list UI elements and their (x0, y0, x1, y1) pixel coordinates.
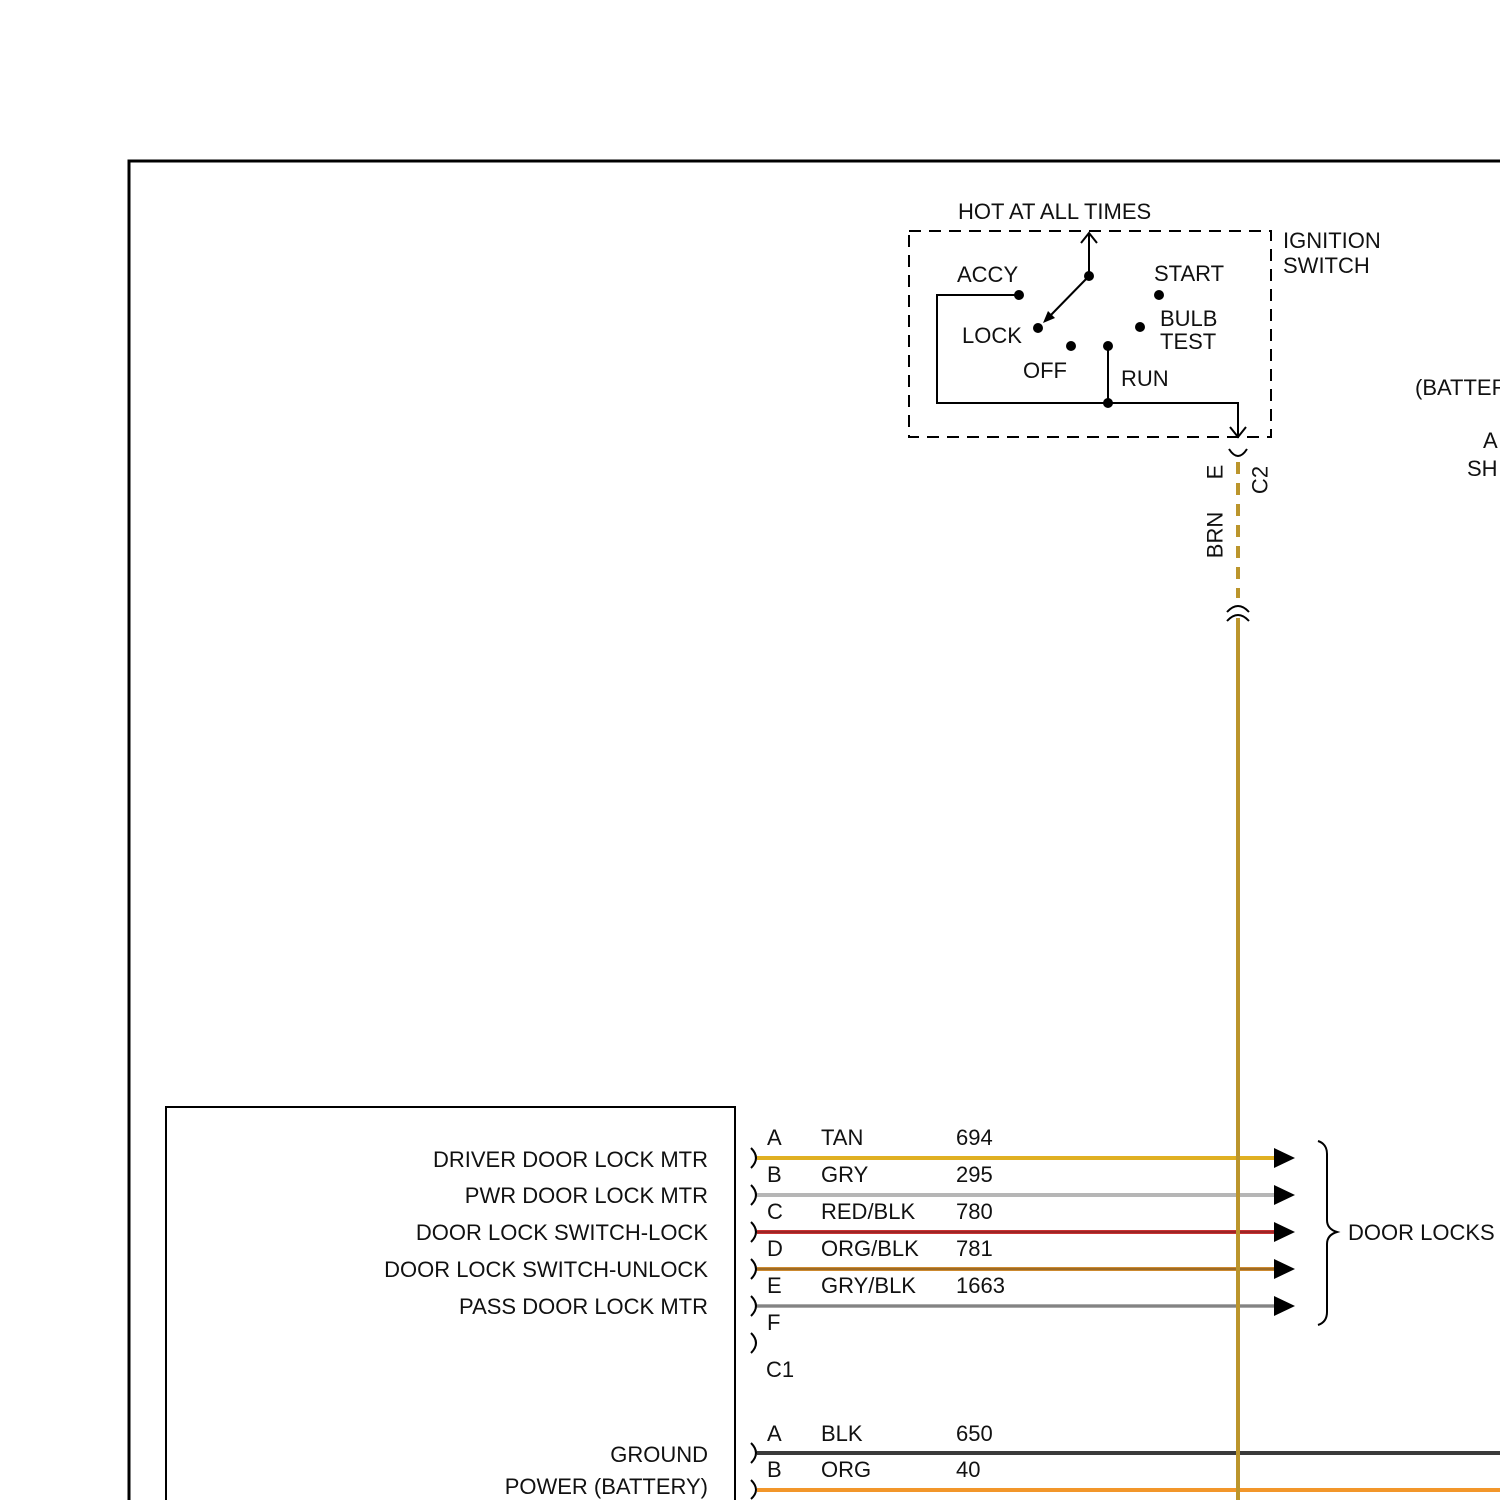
ignition-switch-title-line1: IGNITION (1283, 228, 1381, 253)
wire-color-label: GRY (821, 1162, 869, 1187)
function-label: GROUND (610, 1442, 708, 1467)
wire-color-labels: TAN GRY RED/BLK ORG/BLK GRY/BLK BLK ORG (821, 1125, 919, 1482)
wire-color-label: ORG (821, 1457, 871, 1482)
pin-letter: D (767, 1236, 783, 1261)
outer-frame (129, 161, 1500, 1500)
pin-letter: B (767, 1457, 782, 1482)
battery-label-fragment: (BATTER (1415, 375, 1500, 401)
circuit-number: 1663 (956, 1273, 1005, 1298)
position-bulb-label: BULB (1160, 306, 1217, 331)
switch-arm (1049, 276, 1089, 317)
position-off-label: OFF (1023, 358, 1067, 383)
wire-arrowhead (1274, 1185, 1295, 1205)
wire-arrowhead (1274, 1296, 1295, 1316)
c1-pin-letters: A B C D E F C1 A B (766, 1125, 794, 1482)
supply-label: HOT AT ALL TIMES (958, 199, 1151, 224)
contact-lock (1033, 323, 1043, 333)
circuit-number: 40 (956, 1457, 980, 1482)
junction-dot (1103, 398, 1113, 408)
pin-letter: C (767, 1199, 783, 1224)
contact-pivot (1084, 271, 1094, 281)
pin-bracket (751, 1259, 756, 1279)
pin-bracket (751, 1333, 756, 1353)
circuit-numbers: 694 295 780 781 1663 650 40 (956, 1125, 1005, 1482)
position-start-label: START (1154, 261, 1224, 286)
position-lock-label: LOCK (962, 323, 1022, 348)
c2-connector-label: C2 (1248, 466, 1273, 494)
pin-letter: A (767, 1125, 782, 1150)
circuit-number: 650 (956, 1421, 993, 1446)
wire-arrowhead (1274, 1222, 1295, 1242)
circuit-number: 781 (956, 1236, 993, 1261)
right-edge-fragment-sh: SH (1467, 456, 1498, 481)
pin-bracket (751, 1296, 756, 1316)
function-label: PASS DOOR LOCK MTR (459, 1294, 708, 1319)
door-locks-label: DOOR LOCKS (1348, 1220, 1495, 1245)
contact-accy (1014, 290, 1024, 300)
contact-off (1066, 341, 1076, 351)
pin-letter: A (767, 1421, 782, 1446)
circuit-number: 780 (956, 1199, 993, 1224)
wire-arrowhead (1274, 1148, 1295, 1168)
pin-letter: E (767, 1273, 782, 1298)
function-label: DRIVER DOOR LOCK MTR (433, 1147, 708, 1172)
c2-pin-label: E (1203, 465, 1228, 480)
contact-bulb-test (1135, 322, 1145, 332)
position-accy-label: ACCY (957, 262, 1018, 287)
pin-bracket (751, 1148, 756, 1168)
connector-brackets (751, 1148, 756, 1499)
pin-bracket (751, 1443, 756, 1463)
position-run-label: RUN (1121, 366, 1169, 391)
circuit-number: 295 (956, 1162, 993, 1187)
wire-color-label: ORG/BLK (821, 1236, 919, 1261)
pin-bracket (751, 1222, 756, 1242)
position-test-label: TEST (1160, 329, 1216, 354)
pin-bracket (751, 1480, 756, 1499)
c1-connector-label: C1 (766, 1357, 794, 1382)
pin-letter: F (767, 1310, 780, 1335)
wire-color-label: BLK (821, 1421, 863, 1446)
ignition-switch: HOT AT ALL TIMES IGNITION SWITCH ACCY ST… (909, 199, 1381, 437)
function-label: DOOR LOCK SWITCH-UNLOCK (384, 1257, 708, 1282)
circuit-number: 694 (956, 1125, 993, 1150)
function-label: POWER (BATTERY) (505, 1474, 708, 1499)
wire-color-label: GRY/BLK (821, 1273, 916, 1298)
function-label: DOOR LOCK SWITCH-LOCK (416, 1220, 708, 1245)
pin-bracket (751, 1185, 756, 1205)
wire-arrowhead (1274, 1259, 1295, 1279)
contact-start (1154, 290, 1164, 300)
right-edge-fragment-a: A (1483, 428, 1498, 453)
brn-wire-label: BRN (1203, 512, 1228, 558)
function-label: PWR DOOR LOCK MTR (465, 1183, 708, 1208)
door-locks-brace (1318, 1141, 1337, 1325)
ignition-switch-title-line2: SWITCH (1283, 253, 1370, 278)
wire-color-label: RED/BLK (821, 1199, 915, 1224)
pin-letter: B (767, 1162, 782, 1187)
module-function-labels: DRIVER DOOR LOCK MTR PWR DOOR LOCK MTR D… (384, 1147, 708, 1499)
wire-color-label: TAN (821, 1125, 863, 1150)
contact-run (1103, 341, 1113, 351)
c2-connector-symbol (1229, 449, 1247, 456)
